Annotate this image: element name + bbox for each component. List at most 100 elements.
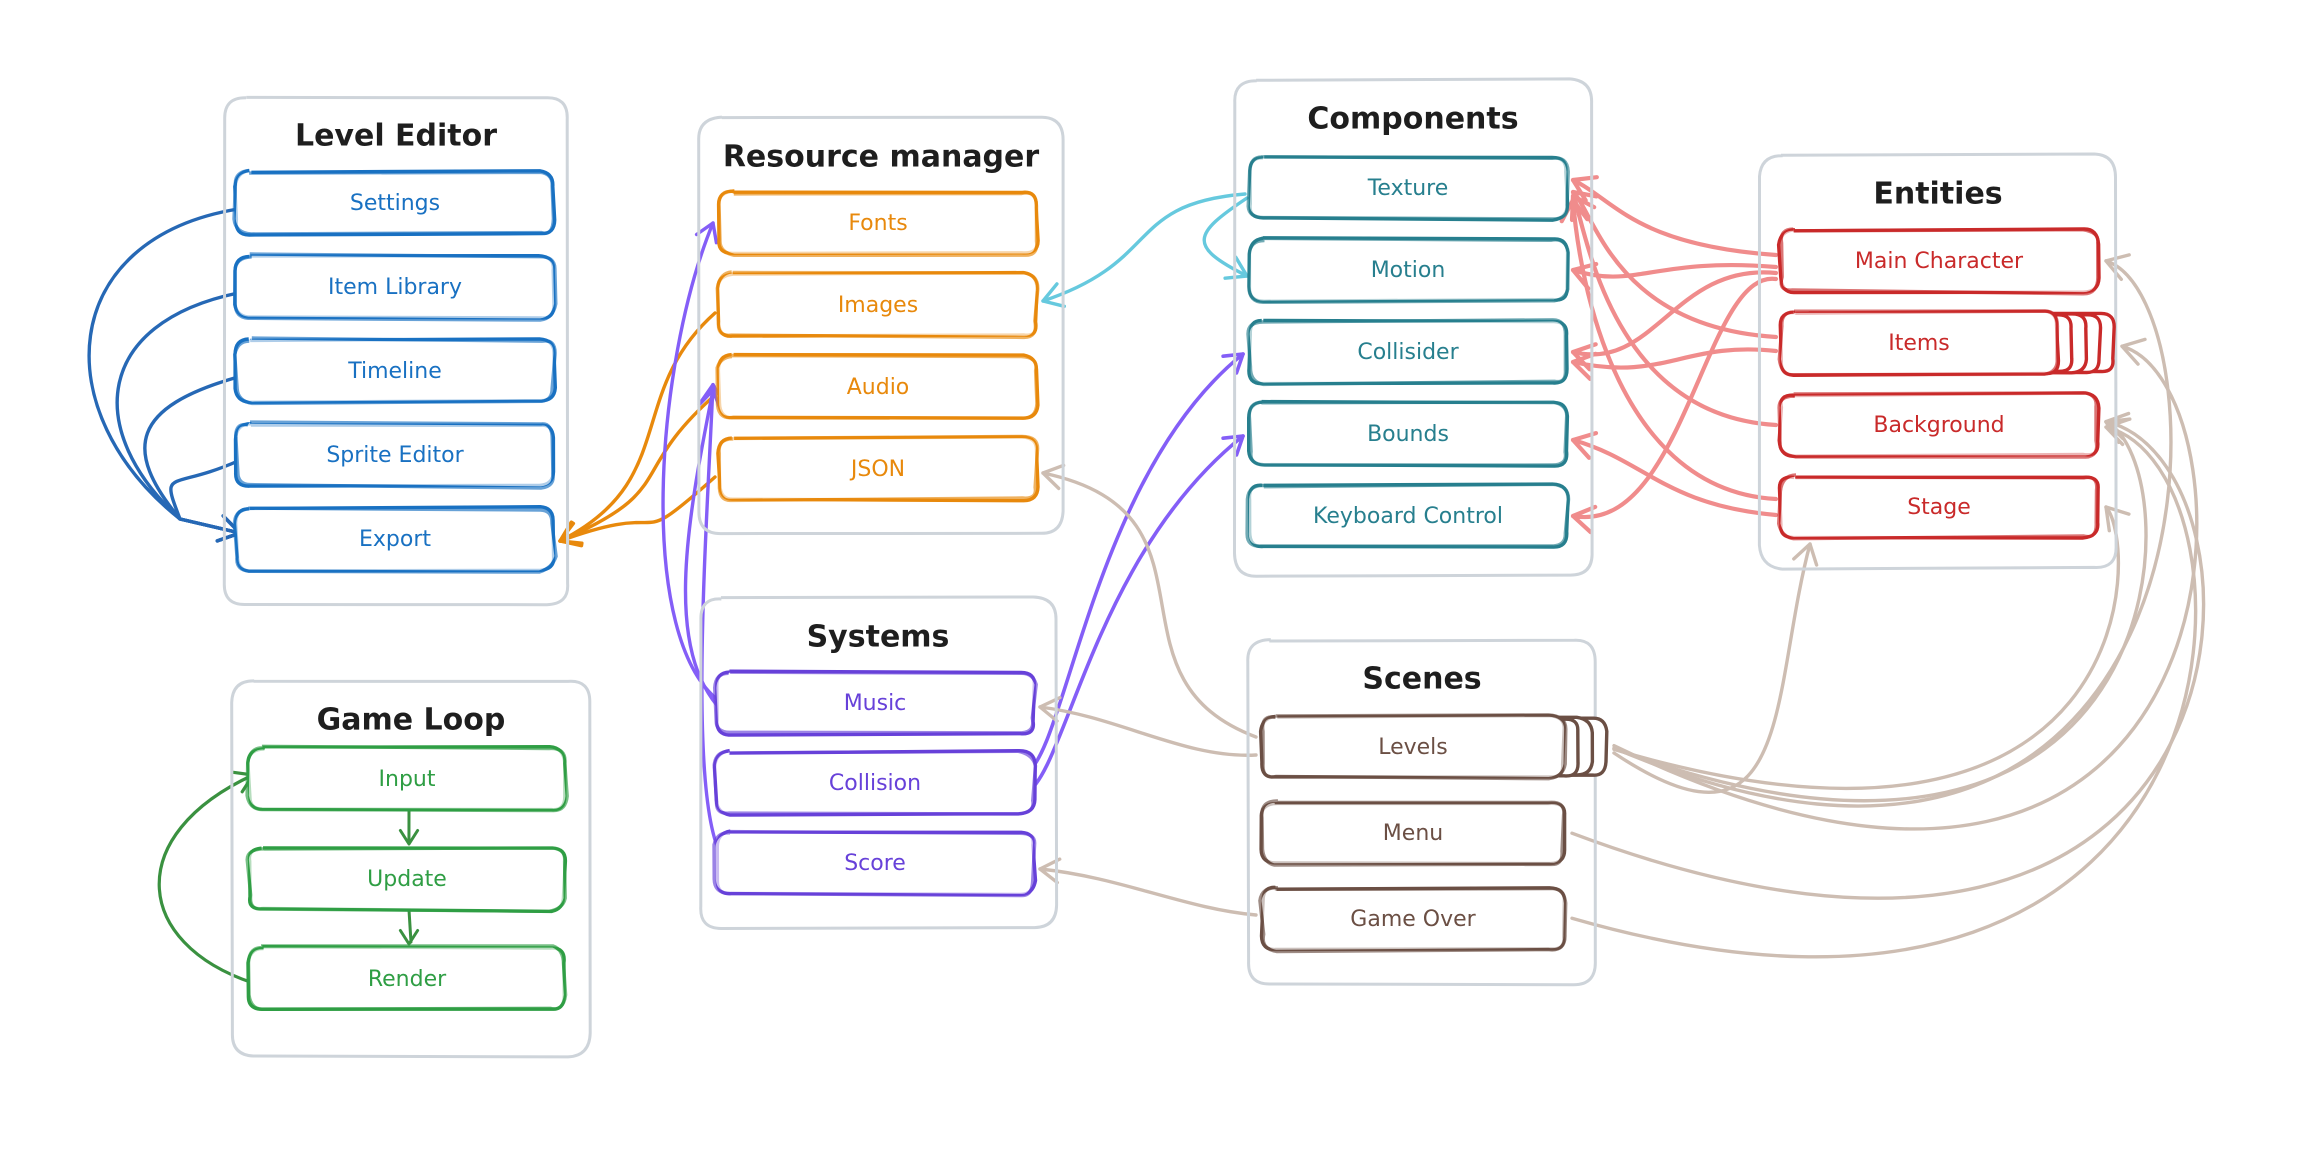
node-settings[interactable]: Settings xyxy=(232,168,557,237)
node-audio[interactable]: Audio xyxy=(715,352,1040,420)
node-main-character[interactable]: Main Character xyxy=(1776,227,2101,296)
node-label: Game Over xyxy=(1350,907,1476,932)
arrow-head xyxy=(2104,505,2131,533)
node-box-sketch-pass xyxy=(712,829,1037,898)
group-title: Level Editor xyxy=(295,119,497,154)
node-box-sketch-pass xyxy=(717,434,1040,503)
node-box-sketch-pass xyxy=(1776,473,2099,541)
node-images[interactable]: Images xyxy=(715,270,1040,340)
node-box-sketch-pass xyxy=(234,420,555,490)
edge xyxy=(1041,192,1247,308)
node-label: Levels xyxy=(1378,735,1448,760)
node-box-sketch-pass xyxy=(1777,391,2099,459)
node-label: Render xyxy=(368,967,447,992)
arrow-head xyxy=(398,929,420,946)
node-box-sketch-pass xyxy=(245,744,569,813)
edge xyxy=(1570,347,1779,381)
node-collision[interactable]: Collision xyxy=(712,748,1038,817)
node-label: Music xyxy=(844,691,907,716)
arrow-head xyxy=(1041,463,1066,491)
node-label: Item Library xyxy=(328,275,462,300)
node-timeline[interactable]: Timeline xyxy=(232,336,558,406)
group-title: Systems xyxy=(807,620,950,655)
group-title: Components xyxy=(1307,102,1518,137)
arrow-head xyxy=(1223,255,1249,280)
node-box-sketch-pass xyxy=(233,252,558,322)
arrow-head xyxy=(1038,695,1062,723)
node-box-sketch-pass xyxy=(715,270,1040,340)
node-texture[interactable]: Texture xyxy=(1246,155,1570,222)
node-box-sketch-pass xyxy=(1246,155,1570,221)
node-export[interactable]: Export xyxy=(232,504,558,574)
node-box-sketch-pass xyxy=(1246,236,1571,305)
node-stage[interactable]: Stage xyxy=(1776,473,2100,541)
edge xyxy=(1612,505,2131,790)
node-label: Collision xyxy=(829,771,921,796)
node-score[interactable]: Score xyxy=(712,829,1038,898)
arrow-head xyxy=(1038,857,1062,885)
node-sprite-editor[interactable]: Sprite Editor xyxy=(233,420,556,490)
node-bounds[interactable]: Bounds xyxy=(1247,399,1570,468)
group-frame xyxy=(699,595,1059,931)
arrow-head xyxy=(1570,261,1599,291)
node-box-sketch-pass xyxy=(1260,713,1568,781)
node-background[interactable]: Background xyxy=(1777,391,2101,459)
node-label: Score xyxy=(844,851,906,876)
arrow-head xyxy=(1570,504,1598,535)
arrow-head xyxy=(1792,542,1819,567)
edge xyxy=(1024,434,1245,795)
node-keyboard-control[interactable]: Keyboard Control xyxy=(1245,482,1571,549)
node-box-sketch-pass xyxy=(712,749,1038,816)
node-items[interactable]: Items xyxy=(1777,309,2116,378)
group-title: Entities xyxy=(1873,177,2002,212)
node-box-sketch-pass xyxy=(232,168,556,236)
arrow-head xyxy=(1221,434,1245,457)
edge xyxy=(1570,431,1779,518)
group-frame xyxy=(222,95,570,607)
node-music[interactable]: Music xyxy=(712,669,1038,737)
edge xyxy=(1038,857,1258,917)
node-motion[interactable]: Motion xyxy=(1246,236,1571,305)
edge xyxy=(1612,337,2199,831)
node-box-sketch-pass xyxy=(1779,227,2100,296)
node-label: Audio xyxy=(847,375,910,400)
node-box-sketch-pass xyxy=(715,353,1039,420)
node-input[interactable]: Input xyxy=(245,744,569,813)
node-label: Export xyxy=(359,527,431,552)
group-frame xyxy=(1757,152,2118,571)
node-label: Collisider xyxy=(1357,340,1459,365)
node-label: Sprite Editor xyxy=(326,443,464,468)
node-box-sketch-pass xyxy=(1247,400,1569,467)
node-box-sketch-pass xyxy=(1260,799,1566,867)
group-title: Resource manager xyxy=(723,140,1040,175)
edge xyxy=(1612,542,1819,794)
node-collisider[interactable]: Collisider xyxy=(1246,318,1569,387)
node-levels[interactable]: Levels xyxy=(1258,713,1609,781)
arrow-head xyxy=(2120,337,2147,366)
edge xyxy=(1038,695,1258,757)
node-label: Input xyxy=(379,767,436,792)
node-label: Settings xyxy=(350,191,440,216)
edge xyxy=(1570,261,1779,291)
node-item-library[interactable]: Item Library xyxy=(233,252,558,322)
node-game-over[interactable]: Game Over xyxy=(1258,885,1568,954)
node-box-sketch-pass xyxy=(232,336,557,406)
arrow-head xyxy=(1570,351,1598,381)
node-label: Images xyxy=(838,293,918,318)
node-update[interactable]: Update xyxy=(245,846,568,914)
edge xyxy=(87,207,242,543)
node-label: Stage xyxy=(1907,495,1971,520)
node-json[interactable]: JSON xyxy=(716,434,1040,503)
group-frame xyxy=(230,679,592,1059)
node-fonts[interactable]: Fonts xyxy=(716,189,1040,258)
node-box-sketch-pass xyxy=(245,846,567,914)
group-title: Scenes xyxy=(1362,662,1481,697)
edge xyxy=(661,221,724,705)
node-menu[interactable]: Menu xyxy=(1259,799,1567,867)
node-render[interactable]: Render xyxy=(246,944,568,1012)
node-label: Fonts xyxy=(848,211,907,236)
